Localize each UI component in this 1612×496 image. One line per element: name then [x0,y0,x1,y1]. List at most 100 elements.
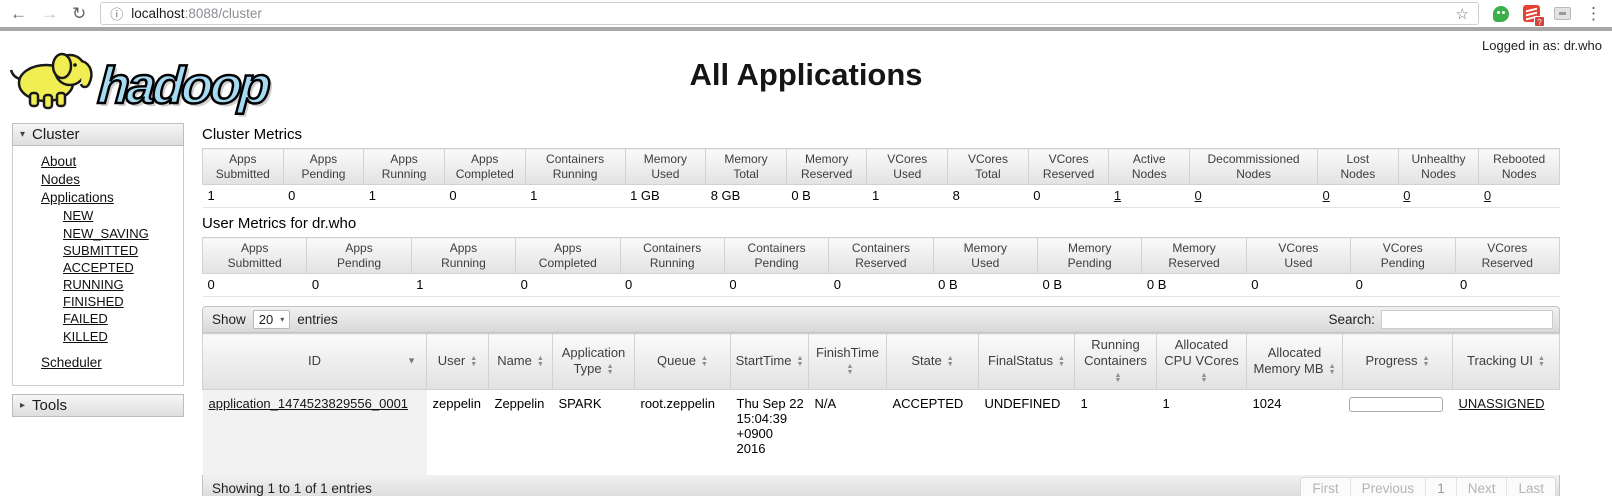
column-label: Application Type [561,345,626,377]
column-header-application-type[interactable]: Application Type▲▼ [552,333,635,390]
extension-green-icon[interactable] [1493,5,1509,22]
app-name-cell: Zeppelin [488,389,553,476]
extension-gray-icon[interactable] [1554,7,1571,20]
page-info-icon[interactable]: ⓘ [110,7,124,22]
metric-value-memory-used: 0 B [933,273,1038,297]
column-header-id[interactable]: ID▼ [202,333,427,390]
metric-link-unhealthy-nodes[interactable]: 0 [1403,188,1411,203]
sidebar-state-link-finished[interactable]: FINISHED [63,294,124,310]
sidebar-state-link-killed[interactable]: KILLED [63,328,108,344]
page-btn-previous[interactable]: Previous [1349,478,1426,496]
column-header-queue[interactable]: Queue▲▼ [634,333,731,390]
page-btn-first[interactable]: First [1312,480,1339,496]
list-item: Applications [41,189,183,207]
sidebar-link-applications[interactable]: Applications [41,189,114,205]
metric-header-memory-reserved: Memory Reserved [785,148,868,185]
column-header-running-containers[interactable]: Running Containers▲▼ [1074,333,1157,390]
metric-link-lost-nodes[interactable]: 0 [1322,188,1330,203]
url-path: :8088/cluster [184,6,262,21]
metric-link-rebooted-nodes[interactable]: 0 [1483,188,1492,203]
metric-value-unhealthy-nodes: 0 [1398,184,1479,208]
metric-header-vcores-reserved: VCores Reserved [1454,237,1560,274]
page-size-value: 20 [258,312,274,327]
metric-header-apps-running: Apps Running [363,148,445,185]
sidebar-section-tools[interactable]: ▸ Tools [12,393,184,417]
sidebar-state-link-accepted[interactable]: ACCEPTED [63,259,134,275]
list-item: NEW_SAVING [63,225,183,242]
metric-header-memory-used: Memory Used [932,237,1039,274]
sort-icon[interactable]: ▲▼ [536,355,544,368]
metric-value-rebooted-nodes: 0 [1478,184,1560,208]
column-header-progress[interactable]: Progress▲▼ [1342,333,1453,390]
metric-header-memory-pending: Memory Pending [1036,237,1143,274]
browser-menu-icon[interactable]: ⋮ [1585,4,1602,23]
extension-red-icon[interactable]: ? [1523,5,1545,27]
extension-badge: ? [1534,16,1545,27]
column-header-finalstatus[interactable]: FinalStatus▲▼ [978,333,1075,390]
sort-icon[interactable]: ▲▼ [1058,355,1065,368]
column-header-allocated-cpu-vcores[interactable]: Allocated CPU VCores ▲▼ [1156,333,1247,390]
page-btn-1[interactable]: 1 [1425,478,1456,496]
sort-icon[interactable]: ▲▼ [796,355,804,368]
page-btn-last[interactable]: Last [1506,478,1555,496]
sidebar-section-cluster[interactable]: ▾ Cluster [12,123,184,146]
list-item: About [41,153,183,171]
page-btn-next[interactable]: Next [1455,478,1507,496]
metric-header-containers-pending: Containers Pending [723,237,830,274]
sort-icon[interactable]: ▲▼ [701,355,708,368]
app-progress-cell [1342,389,1453,476]
metric-header-vcores-pending: VCores Pending [1350,237,1456,274]
sidebar-state-link-submitted[interactable]: SUBMITTED [63,242,139,258]
sidebar-state-link-new[interactable]: NEW [63,208,94,224]
sort-icon[interactable]: ▲▼ [1200,371,1208,385]
metric-link-decommissioned-nodes[interactable]: 0 [1194,188,1202,203]
bookmark-star-icon[interactable]: ☆ [1455,5,1469,23]
sort-icon[interactable]: ▲▼ [606,363,614,376]
metric-header-apps-pending: Apps Pending [306,237,412,274]
back-icon[interactable]: ← [10,4,27,23]
tracking-ui-link[interactable]: UNASSIGNED [1458,395,1545,411]
metric-link-active-nodes[interactable]: 1 [1113,188,1122,203]
sort-icon[interactable]: ▲▼ [470,355,478,368]
sidebar-state-link-failed[interactable]: FAILED [63,311,108,327]
sort-icon[interactable]: ▲▼ [1538,355,1545,368]
column-header-name[interactable]: Name▲▼ [488,333,553,390]
column-header-allocated-memory-mb[interactable]: Allocated Memory MB▲▼ [1246,333,1343,390]
sidebar-state-link-running[interactable]: RUNNING [63,277,124,293]
sort-icon[interactable]: ▲▼ [846,363,854,376]
column-label: Tracking UI [1467,353,1534,369]
sort-desc-icon[interactable]: ▼ [407,355,416,366]
reload-icon[interactable]: ↻ [72,4,87,23]
search-input[interactable] [1381,310,1553,329]
url-text[interactable]: localhost:8088/cluster [131,6,1447,21]
sidebar-state-link-new-saving[interactable]: NEW_SAVING [63,225,149,241]
column-header-tracking-ui[interactable]: Tracking UI ▲▼ [1452,333,1560,390]
column-header-state[interactable]: State▲▼ [886,333,979,390]
sort-icon[interactable]: ▲▼ [1328,363,1336,376]
forward-icon[interactable]: → [41,4,58,23]
metric-value-memory-reserved: 0 B [1141,273,1247,297]
sort-icon[interactable]: ▲▼ [946,355,954,368]
column-header-starttime[interactable]: StartTime▲▼ [730,333,809,390]
application-id-link[interactable]: application_1474523829556_0001 [208,395,409,411]
sidebar-link-scheduler[interactable]: Scheduler [41,354,102,370]
page-header: hadoop All Applications Logged in as: dr… [0,31,1612,123]
column-header-user[interactable]: User▲▼ [426,333,489,390]
sort-icon[interactable]: ▲▼ [1422,355,1430,368]
entries-label: entries [297,312,338,327]
applications-table: ID▼User▲▼Name▲▼Application Type▲▼Queue▲▼… [202,333,1560,476]
collapse-closed-icon: ▸ [20,399,26,411]
sidebar-link-about[interactable]: About [41,154,77,169]
hadoop-logo: hadoop [6,35,278,116]
hadoop-elephant-icon [9,52,93,110]
metric-value-vcores-reserved: 0 [1028,184,1109,208]
sidebar-link-nodes[interactable]: Nodes [41,171,81,187]
address-bar[interactable]: ⓘ localhost:8088/cluster ☆ [100,2,1479,25]
sort-icon[interactable]: ▲▼ [1114,371,1122,385]
metric-value-containers-pending: 0 [724,273,829,297]
metric-value-apps-running: 1 [363,184,445,208]
column-header-finishtime[interactable]: FinishTime▲▼ [808,333,887,390]
page-size-select[interactable]: 20 ▾ [252,310,291,329]
column-label: Allocated CPU VCores [1164,337,1239,369]
